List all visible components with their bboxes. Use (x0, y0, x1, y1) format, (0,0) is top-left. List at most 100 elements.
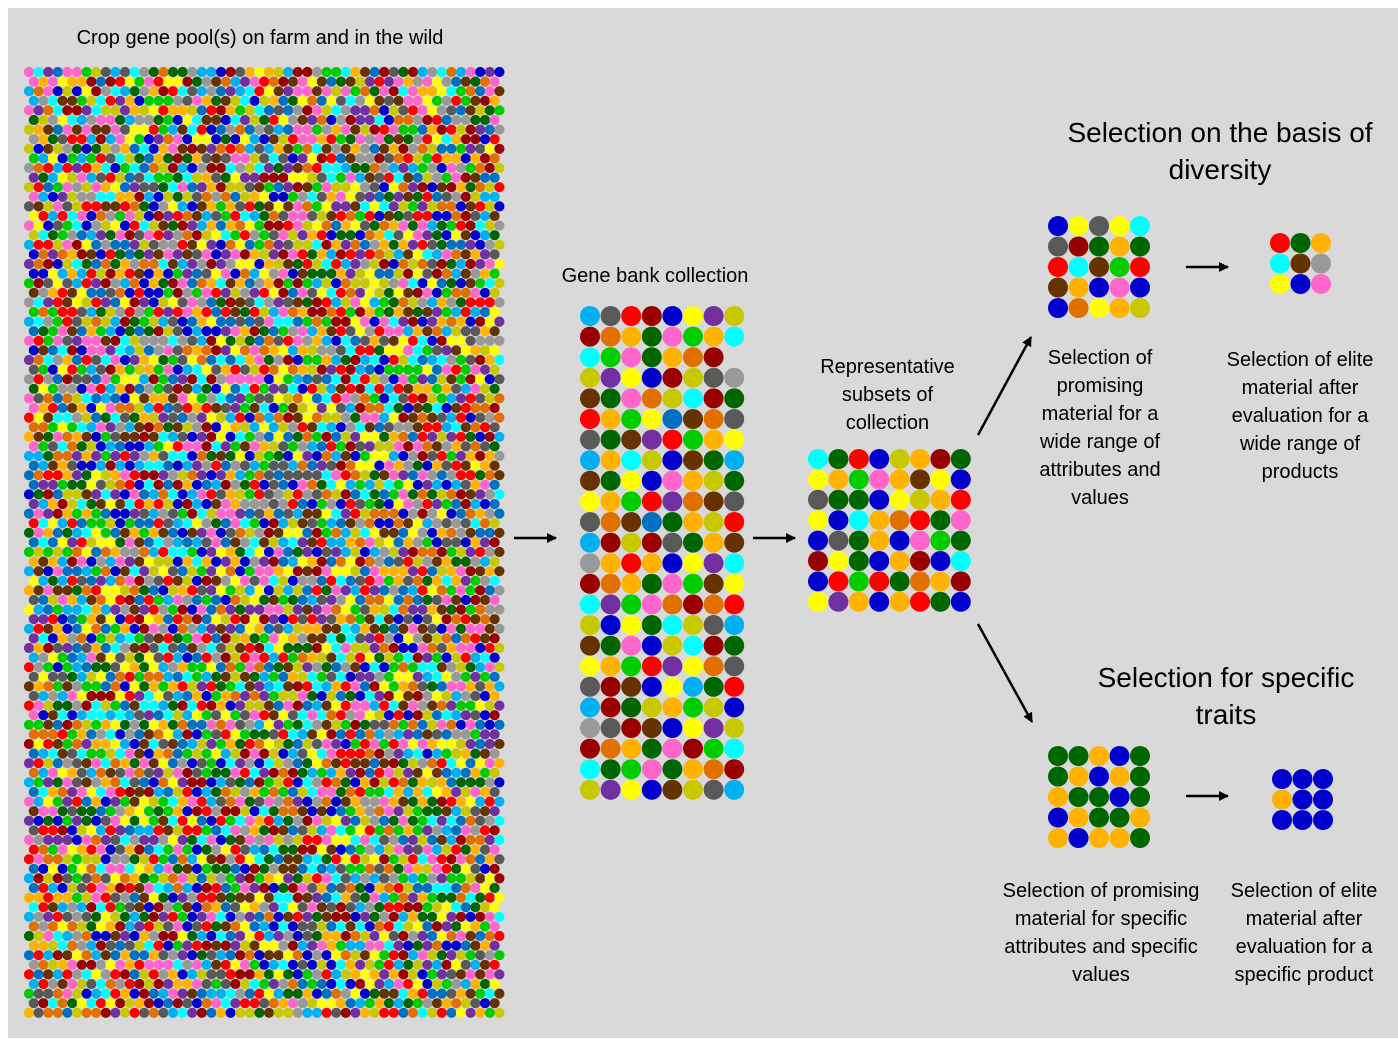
gene-pool-dot (148, 969, 159, 980)
gene-pool-dot (105, 978, 116, 990)
gene-pool-dot (431, 825, 443, 836)
gene-pool-dot (71, 546, 83, 558)
gene-pool-dot (201, 844, 212, 855)
gene-pool-dot (33, 815, 44, 826)
gene-pool-dot (460, 959, 471, 970)
gene-pool-dot (470, 153, 481, 164)
gene-pool-dot (43, 527, 54, 538)
gene-pool-dot (196, 239, 207, 250)
gene-pool-dot (422, 882, 433, 894)
gene-pool-dot (43, 758, 54, 769)
gene-pool-dot (201, 191, 212, 202)
gene-pool-dot (422, 633, 433, 644)
gene-pool-dot (340, 892, 351, 903)
gene-pool-dot (302, 182, 313, 193)
gene-pool-dot (259, 364, 270, 375)
gene-pool-dot (215, 566, 227, 577)
gene-pool-dot (417, 431, 428, 442)
gene-pool-dot (369, 508, 380, 519)
gene-pool-dot (316, 729, 327, 740)
gene-pool-dot (254, 873, 265, 884)
gene-pool-dot (235, 930, 246, 942)
gene-pool-dot (302, 662, 313, 673)
gene-pool-dot (215, 777, 227, 788)
gene-pool-dot (263, 297, 275, 308)
gene-pool-dot (302, 969, 313, 980)
gene-pool-dot (316, 230, 327, 241)
gene-pool-dot (196, 86, 207, 97)
gene-pool-dot (321, 604, 332, 615)
gene-pool-dot (177, 950, 188, 961)
gene-pool-dot (201, 479, 212, 490)
gene-bank-dot (683, 450, 703, 471)
gene-pool-dot (196, 969, 207, 980)
gene-pool-dot (307, 268, 318, 279)
gene-pool-dot (239, 959, 251, 970)
gene-pool-dot (91, 681, 102, 692)
gene-pool-dot (355, 153, 366, 164)
gene-pool-dot (311, 354, 323, 366)
gene-pool-dot (235, 988, 246, 999)
gene-pool-dot (263, 489, 275, 500)
gene-pool-dot (427, 143, 438, 154)
gene-pool-dot (47, 95, 59, 106)
gene-pool-dot (427, 162, 438, 174)
gene-pool-dot (124, 882, 135, 894)
gene-pool-dot (52, 66, 63, 78)
gene-pool-dot (167, 719, 179, 730)
gene-pool-dot (95, 441, 107, 452)
gene-pool-dot (119, 527, 131, 538)
gene-pool-dot (134, 633, 145, 644)
gene-pool-dot (124, 940, 135, 951)
gene-pool-dot (191, 575, 203, 586)
gene-pool-dot (292, 700, 303, 711)
gene-pool-dot (393, 690, 404, 702)
gene-pool-dot (182, 95, 193, 106)
gene-pool-dot (244, 450, 255, 462)
gene-pool-dot (484, 585, 495, 596)
gene-pool-dot (187, 239, 198, 250)
gene-pool-dot (412, 556, 423, 567)
gene-pool-dot (321, 834, 332, 846)
gene-pool-dot (388, 124, 399, 135)
gene-pool-dot (331, 662, 342, 673)
gene-pool-dot (71, 969, 83, 980)
gene-pool-dot (307, 114, 318, 126)
gene-pool-dot (134, 652, 145, 663)
gene-pool-dot (129, 873, 140, 884)
gene-pool-dot (374, 153, 385, 164)
gene-pool-dot (388, 700, 399, 711)
gene-pool-dot (479, 422, 491, 433)
gene-pool-dot (62, 604, 73, 615)
gene-pool-dot (287, 210, 299, 222)
gene-pool-dot (244, 642, 255, 654)
gene-pool-dot (38, 671, 49, 682)
gene-pool-dot (316, 633, 327, 644)
gene-pool-dot (364, 364, 375, 375)
gene-pool-dot (148, 585, 159, 596)
gene-pool-dot (475, 796, 486, 807)
gene-pool-dot (254, 412, 265, 423)
gene-pool-dot (62, 892, 73, 903)
gene-pool-dot (187, 930, 198, 942)
gene-pool-dot (259, 422, 270, 433)
gene-pool-dot (167, 278, 179, 289)
gene-pool-dot (244, 969, 255, 980)
gene-pool-dot (249, 210, 260, 222)
gene-pool-dot (38, 633, 49, 644)
gene-pool-dot (153, 921, 164, 932)
gene-pool-dot (422, 268, 433, 279)
gene-pool-dot (412, 729, 423, 740)
gene-pool-dot (134, 959, 145, 970)
gene-pool-dot (417, 950, 428, 961)
gene-pool-dot (335, 652, 347, 663)
gene-pool-dot (91, 777, 102, 788)
gene-pool-dot (302, 815, 313, 826)
gene-pool-dot (407, 1007, 419, 1018)
gene-pool-dot (455, 758, 467, 769)
gene-pool-dot (494, 796, 505, 807)
gene-pool-dot (431, 306, 443, 318)
gene-pool-dot (278, 383, 289, 394)
gene-pool-dot (484, 988, 495, 999)
gene-pool-dot (427, 604, 438, 615)
